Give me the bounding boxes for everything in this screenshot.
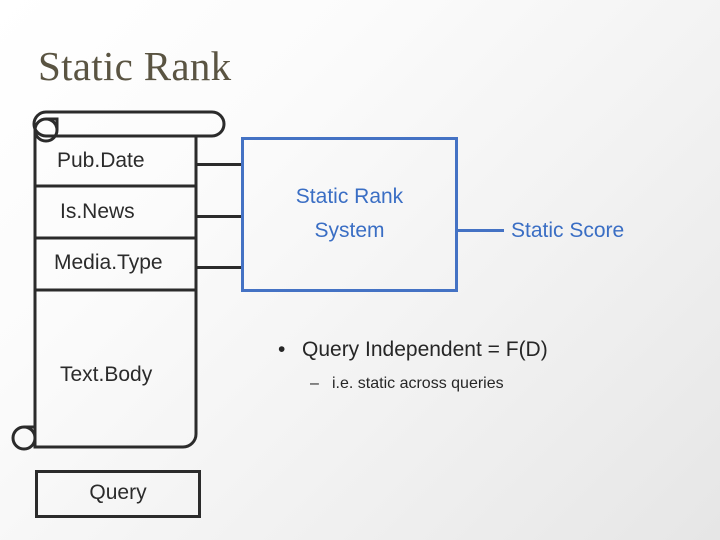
scroll-field-isnews: Is.News bbox=[60, 200, 135, 223]
scroll-bottom-curl bbox=[11, 425, 37, 451]
scroll-shape-svg bbox=[11, 110, 226, 451]
page-title: Static Rank bbox=[38, 43, 232, 89]
query-box-label: Query bbox=[89, 481, 147, 504]
bullet-dash-icon: – bbox=[310, 375, 319, 392]
scroll-top-curl-tail bbox=[46, 117, 59, 130]
bullet-list: • Query Independent = F(D) – i.e. static… bbox=[272, 336, 692, 396]
connector-pubdate-to-system bbox=[196, 163, 242, 166]
bullet-level2-text: i.e. static across queries bbox=[332, 375, 504, 392]
scroll-field-mediatype: Media.Type bbox=[54, 251, 163, 274]
connector-system-to-static-score bbox=[458, 229, 504, 232]
document-fields-scroll bbox=[0, 100, 250, 460]
connector-mediatype-to-system bbox=[196, 266, 242, 269]
bullet-level1-text: Query Independent = F(D) bbox=[302, 338, 548, 361]
scroll-body-outline bbox=[33, 124, 198, 449]
bullet-level1: • Query Independent = F(D) bbox=[272, 336, 692, 364]
bullet-level2: – i.e. static across queries bbox=[272, 372, 692, 396]
static-score-label: Static Score bbox=[511, 219, 625, 242]
query-box bbox=[35, 470, 201, 518]
connector-isnews-to-system bbox=[196, 215, 242, 218]
scroll-field-textbody: Text.Body bbox=[60, 363, 153, 386]
scroll-field-pubdate: Pub.Date bbox=[57, 149, 145, 172]
scroll-bottom-curl-tail bbox=[24, 425, 37, 438]
static-rank-system-label: Static Rank System bbox=[295, 185, 404, 242]
static-rank-system-box bbox=[241, 137, 458, 292]
scroll-top-curl bbox=[33, 117, 59, 143]
bullet-dot-icon: • bbox=[278, 338, 286, 361]
scroll-top-roll bbox=[32, 110, 226, 138]
